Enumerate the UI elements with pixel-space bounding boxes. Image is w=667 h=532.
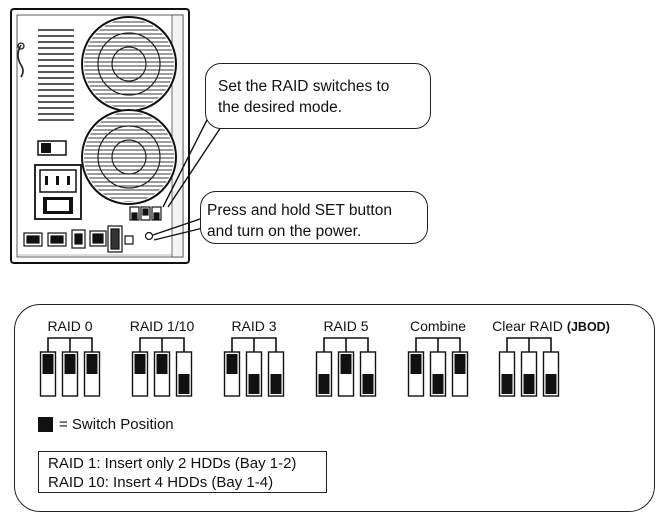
switch-knob-up	[410, 354, 422, 374]
switch-knob-down	[523, 374, 535, 394]
callout-set-line-1: Press and hold SET button	[207, 202, 392, 219]
leader-set	[152, 217, 204, 241]
switch-knob-up	[42, 354, 54, 374]
raid-switch-diagrams	[39, 337, 560, 397]
switch-knob-down	[248, 374, 260, 394]
leader-raid	[162, 113, 224, 208]
switch-knob-up	[86, 354, 98, 374]
fan-top	[81, 16, 177, 112]
switch-bracket	[415, 337, 461, 352]
switch-knob-up	[226, 354, 238, 374]
switch-knob-up	[156, 354, 168, 374]
switch-knob-down	[270, 374, 282, 394]
switch-bracket	[47, 337, 93, 352]
switch-group-1	[131, 337, 193, 397]
raid-mode-panel	[14, 304, 655, 512]
switch-bracket	[506, 337, 552, 352]
switch-bracket	[323, 337, 369, 352]
switch-knob-down	[432, 374, 444, 394]
switch-knob-down	[318, 374, 330, 394]
io-ports	[23, 225, 134, 253]
switch-group-2	[223, 337, 285, 397]
mode-label-raid3: RAID 3	[231, 318, 277, 334]
switch-bracket	[231, 337, 277, 352]
callout-raid-line-2: the desired mode.	[218, 99, 343, 116]
mode-label-combine: Combine	[409, 318, 467, 334]
vent-slots	[38, 29, 74, 121]
device-rear-panel	[10, 8, 224, 264]
switch-knob-up	[340, 354, 352, 374]
switch-knob-up	[64, 354, 76, 374]
note-line-1: RAID 1: Insert only 2 HDDs (Bay 1-2)	[48, 455, 297, 472]
raid-note-box: RAID 1: Insert only 2 HDDs (Bay 1-2) RAI…	[38, 451, 327, 493]
switch-group-3	[315, 337, 377, 397]
switch-knob-up	[134, 354, 146, 374]
note-line-2: RAID 10: Insert 4 HDDs (Bay 1-4)	[48, 474, 274, 491]
callout-raid-switches: Set the RAID switches to the desired mod…	[205, 63, 431, 129]
mode-label-raid1-10: RAID 1/10	[129, 318, 195, 334]
legend-text: = Switch Position	[59, 416, 174, 433]
switch-group-0	[39, 337, 101, 397]
callout-raid-line-1: Set the RAID switches to	[218, 78, 390, 95]
switch-position-swatch	[38, 417, 53, 432]
fan-bottom	[81, 109, 177, 205]
switch-group-5	[498, 337, 560, 397]
mode-label-raid0: RAID 0	[47, 318, 93, 334]
switch-bracket	[139, 337, 185, 352]
switch-knob-down	[545, 374, 557, 394]
device-raid-switches	[129, 206, 162, 221]
mode-label-clear-raid: Clear RAID (JBOD)	[492, 318, 610, 334]
switch-group-4	[407, 337, 469, 397]
device-set-button	[144, 231, 154, 241]
switch-knob-down	[501, 374, 513, 394]
switch-knob-up	[454, 354, 466, 374]
switch-knob-down	[178, 374, 190, 394]
callout-set-line-2: and turn on the power.	[207, 223, 362, 240]
lock-hook	[17, 44, 24, 78]
callout-set-button: Press and hold SET button and turn on th…	[200, 191, 428, 244]
switch-knob-down	[362, 374, 374, 394]
mode-label-raid5: RAID 5	[323, 318, 369, 334]
